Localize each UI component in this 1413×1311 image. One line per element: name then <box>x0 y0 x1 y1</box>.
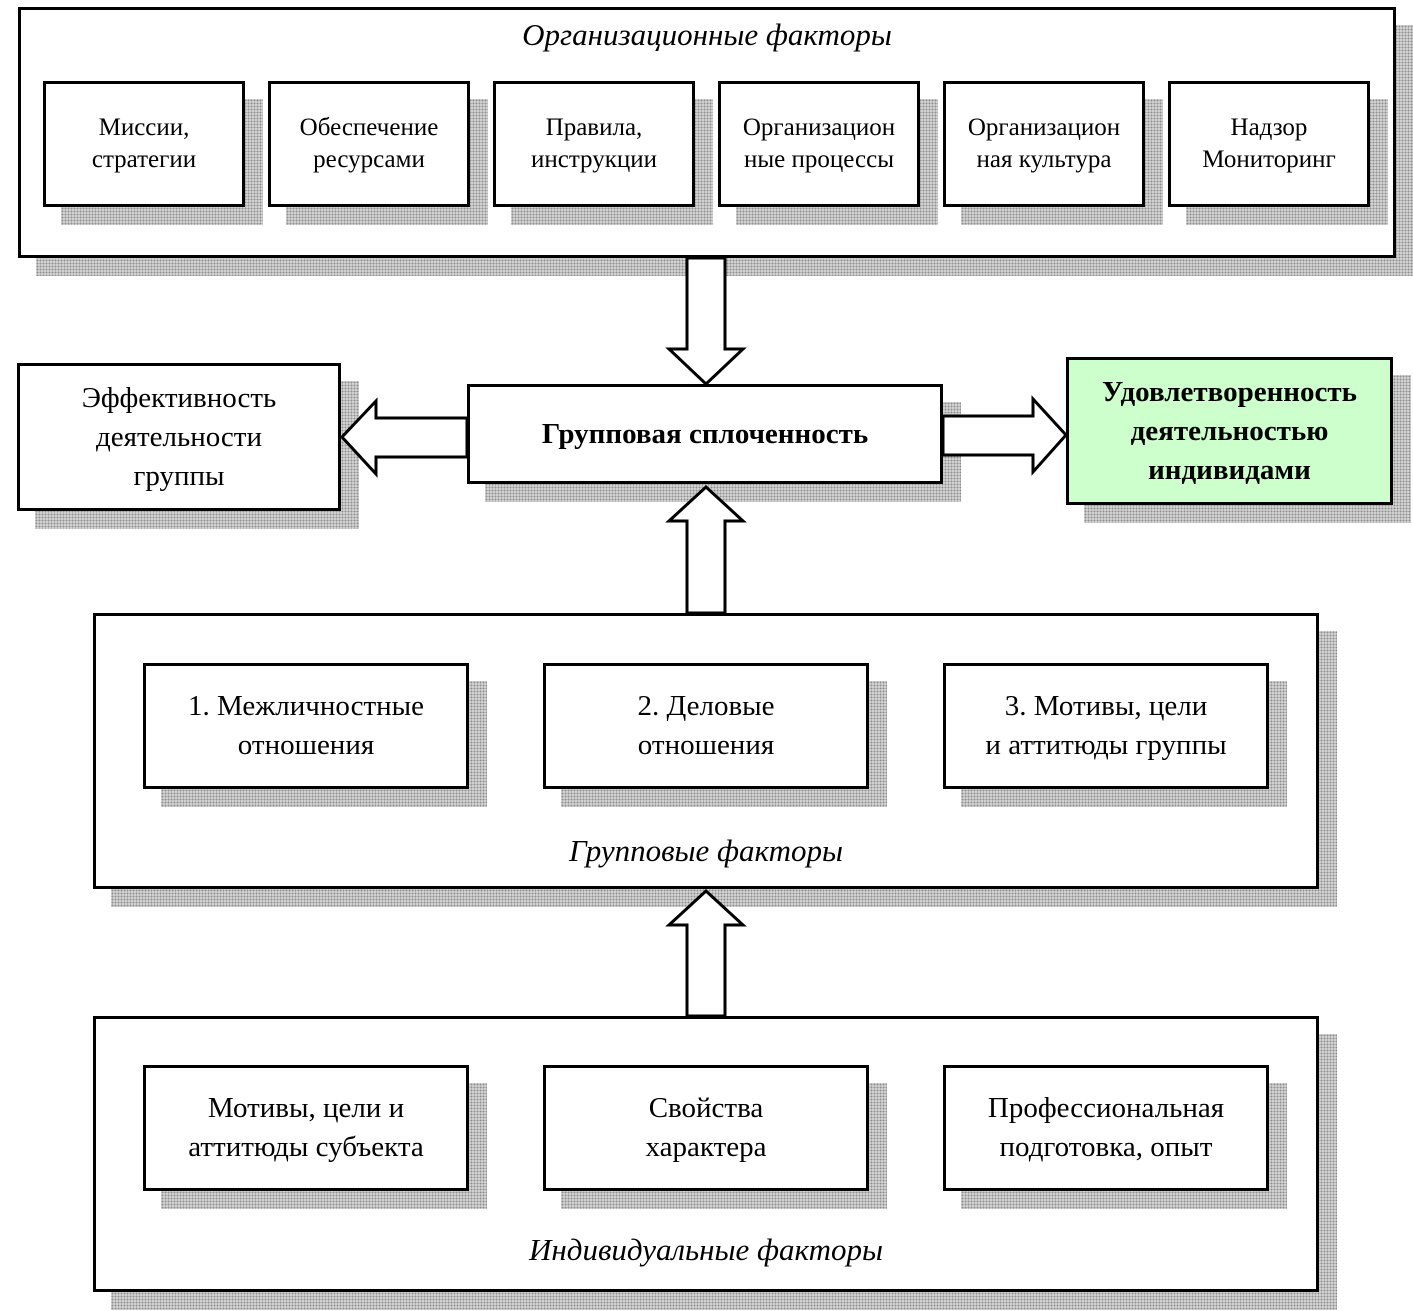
arrow-right-cohesion-to-satisfaction <box>941 395 1069 476</box>
individual-factors-title: Индивидуальные факторы <box>529 1232 883 1267</box>
factor-interpersonal: 1. Межличностные отношения <box>143 663 469 789</box>
arrow-down-org-to-cohesion <box>665 256 747 387</box>
factor-culture: Организацион ная культура <box>943 81 1145 207</box>
factor-supervision: Надзор Мониторинг <box>1168 81 1370 207</box>
group-cohesion-box: Групповая сплоченность <box>467 384 943 484</box>
factor-professional-training: Профессиональная подготовка, опыт <box>943 1065 1269 1191</box>
factor-resources: Обеспечение ресурсами <box>268 81 470 207</box>
arrow-up-group-to-cohesion <box>665 484 747 615</box>
arrow-up-individual-to-group <box>665 888 747 1018</box>
factor-mission-strategy: Миссии, стратегии <box>43 81 245 207</box>
group-factors-title: Групповые факторы <box>568 833 844 868</box>
individual-satisfaction-box: Удовлетворенность деятельностью индивида… <box>1066 357 1393 505</box>
factor-subject-motives: Мотивы, цели и аттитюды субъекта <box>143 1065 469 1191</box>
group-effectiveness-box: Эффективность деятельности группы <box>17 363 341 511</box>
factor-rules: Правила, инструкции <box>493 81 695 207</box>
factor-group-motives: 3. Мотивы, цели и аттитюды группы <box>943 663 1269 789</box>
factor-processes: Организацион ные процессы <box>718 81 920 207</box>
factor-character: Свойства характера <box>543 1065 869 1191</box>
factor-business-relations: 2. Деловые отношения <box>543 663 869 789</box>
arrow-left-cohesion-to-effectiveness <box>339 397 469 478</box>
organizational-factors-title: Организационные факторы <box>522 17 892 52</box>
